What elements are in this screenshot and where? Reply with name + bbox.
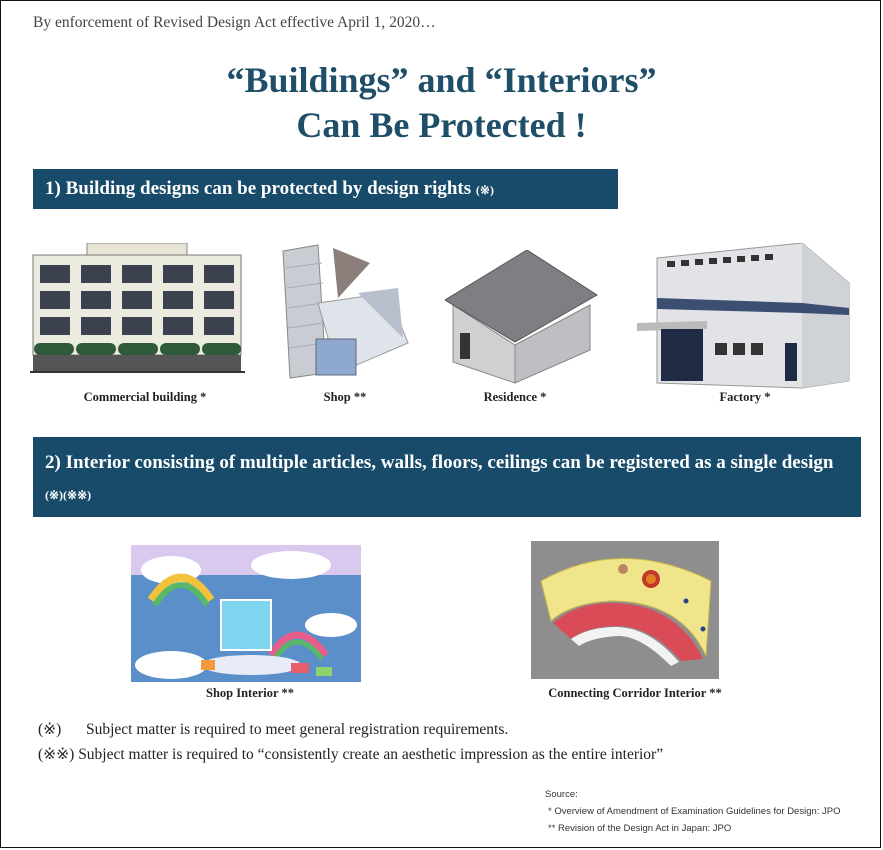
- source-label: Source:: [545, 789, 578, 800]
- shop-illustration: [282, 244, 409, 379]
- caption-shop-interior: Shop Interior **: [206, 686, 294, 700]
- intro-text: By enforcement of Revised Design Act eff…: [33, 14, 436, 31]
- section-2-banner: 2) Interior consisting of multiple artic…: [33, 437, 861, 517]
- note-1-mark: (※): [38, 721, 62, 738]
- section-2-text: 2) Interior consisting of multiple artic…: [45, 452, 834, 473]
- section-2-mark: (※)(※※): [45, 488, 92, 502]
- title-line-1: “Buildings” and “Interiors”: [226, 60, 657, 100]
- caption-connecting-corridor-interior: Connecting Corridor Interior **: [548, 686, 722, 700]
- source-item-1: * Overview of Amendment of Examination G…: [548, 806, 841, 817]
- factory-illustration: [637, 243, 850, 389]
- note-1-text: Subject matter is required to meet gener…: [86, 721, 509, 738]
- section-1-text: 1) Building designs can be protected by …: [45, 178, 472, 199]
- title-line-2: Can Be Protected !: [296, 105, 587, 145]
- source-item-2: ** Revision of the Design Act in Japan: …: [548, 823, 732, 834]
- shop-interior-illustration: [131, 545, 361, 682]
- section-1-mark: (※): [475, 183, 494, 197]
- caption-shop: Shop **: [323, 390, 367, 404]
- note-2: (※※) Subject matter is required to “cons…: [38, 745, 663, 764]
- residence-illustration: [445, 250, 598, 384]
- corridor-interior-illustration: [531, 541, 719, 679]
- section-1-banner: 1) Building designs can be protected by …: [33, 169, 618, 209]
- commercial-building-illustration: [30, 243, 245, 373]
- caption-factory: Factory *: [719, 390, 771, 404]
- note-2-text: Subject matter is required to “consisten…: [78, 746, 664, 763]
- note-1: (※) Subject matter is required to meet ge…: [38, 720, 508, 739]
- caption-commercial-building: Commercial building *: [83, 390, 207, 404]
- caption-residence: Residence *: [483, 390, 547, 404]
- note-2-mark: (※※): [38, 746, 75, 763]
